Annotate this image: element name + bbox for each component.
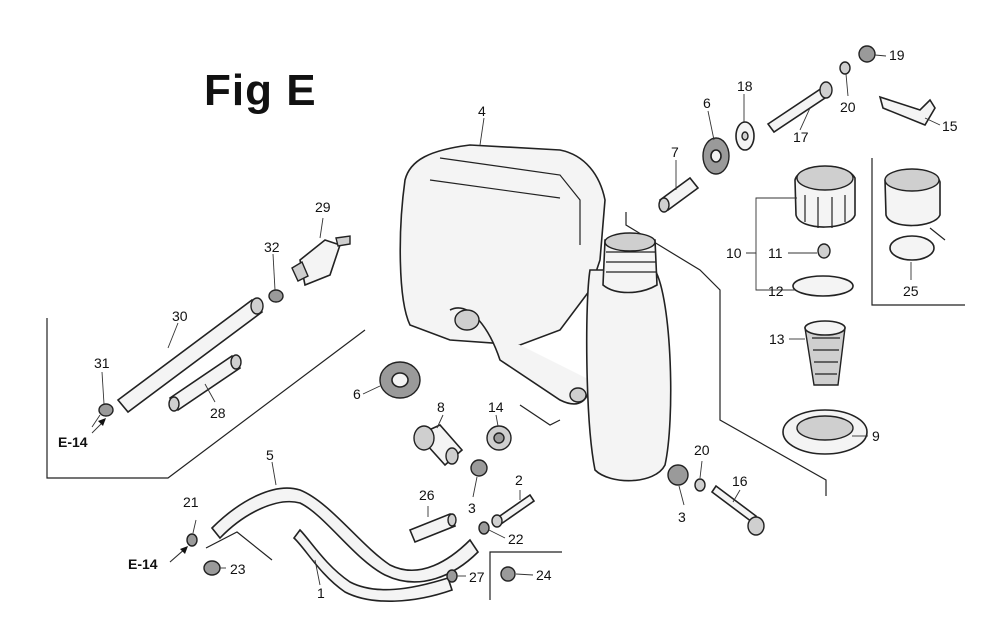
grommet-part-6-upper	[702, 137, 730, 175]
reference-e14-lower: E-14	[128, 546, 188, 572]
joint-part-8	[413, 424, 464, 467]
rubber-part-14	[486, 425, 512, 451]
group-brackets	[46, 158, 965, 600]
clamp-part-27	[446, 569, 458, 583]
clamp-part-31	[98, 403, 114, 417]
callout-20-lower: 20	[694, 442, 710, 458]
clamp-part-23	[203, 560, 221, 576]
callout-30: 30	[172, 308, 188, 324]
callout-22: 22	[508, 531, 524, 547]
grommet-part-6-lower	[379, 361, 421, 399]
callout-5: 5	[266, 447, 274, 463]
bolt-part-2	[491, 493, 536, 528]
reference-label-upper: E-14	[58, 434, 88, 450]
tank-neck	[585, 232, 672, 482]
callout-14: 14	[488, 399, 504, 415]
fuel-tank-part-4	[399, 144, 606, 426]
bracket-part-15	[878, 95, 936, 127]
callout-20-upper: 20	[840, 99, 856, 115]
callout-11: 11	[768, 245, 783, 261]
reference-e14-upper: E-14	[58, 418, 106, 450]
callout-6-upper: 6	[703, 95, 711, 111]
hose-part-5	[210, 487, 480, 583]
callout-17: 17	[793, 129, 809, 145]
hose-part-30	[116, 297, 264, 414]
callout-28: 28	[210, 405, 226, 421]
callout-10: 10	[726, 245, 742, 261]
hose-part-1	[292, 528, 454, 603]
bolt-part-16	[710, 484, 765, 536]
callout-16: 16	[732, 473, 748, 489]
plate-part-12	[792, 275, 854, 297]
callout-29: 29	[315, 199, 331, 215]
nut-part-19	[858, 45, 876, 63]
washer-part-18	[735, 121, 755, 151]
callout-19: 19	[889, 47, 905, 63]
callout-26: 26	[419, 487, 435, 503]
callout-6-lower: 6	[353, 386, 361, 402]
callout-21: 21	[183, 494, 199, 510]
tube-part-26	[408, 512, 457, 544]
figure-title: Fig E	[204, 66, 317, 115]
clamp-part-24	[500, 566, 516, 582]
callout-25: 25	[903, 283, 919, 299]
strainer-part-13	[804, 320, 846, 386]
callout-3-left: 3	[468, 500, 476, 516]
leader-lines	[91, 54, 941, 586]
callout-numbers: 1 2 3 3 4 5 6 6 7 8 9 10 11 12 13 14 15 …	[94, 47, 958, 601]
hose-part-28	[168, 354, 242, 412]
fuel-cap-part-10	[794, 165, 856, 228]
callout-4: 4	[478, 103, 486, 119]
cap-assembly-part-25	[884, 168, 946, 261]
callout-15: 15	[942, 118, 958, 134]
callout-31: 31	[94, 355, 110, 371]
callout-3-right: 3	[678, 509, 686, 525]
callout-12: 12	[768, 283, 784, 299]
callout-27: 27	[469, 569, 485, 585]
callout-24: 24	[536, 567, 552, 583]
nut-part-3-right	[667, 464, 689, 486]
callout-8: 8	[437, 399, 445, 415]
washer-part-20-lower	[694, 478, 706, 492]
callout-23: 23	[230, 561, 246, 577]
clamp-part-22	[478, 521, 490, 535]
ring-part-9	[782, 409, 868, 455]
washer-part-20-upper	[839, 61, 851, 75]
callout-7: 7	[671, 144, 679, 160]
fuel-filter-part-29	[291, 235, 351, 287]
collar-part-7	[658, 176, 700, 213]
clamp-part-21	[186, 533, 198, 547]
bolt-part-17	[766, 81, 833, 134]
callout-32: 32	[264, 239, 280, 255]
callout-13: 13	[769, 331, 785, 347]
clamp-part-32	[268, 289, 284, 303]
nut-part-3-left	[470, 459, 488, 477]
callout-2: 2	[515, 472, 523, 488]
reference-label-lower: E-14	[128, 556, 158, 572]
callout-1: 1	[317, 585, 325, 601]
callout-9: 9	[872, 428, 880, 444]
part-11	[817, 243, 831, 259]
callout-18: 18	[737, 78, 753, 94]
